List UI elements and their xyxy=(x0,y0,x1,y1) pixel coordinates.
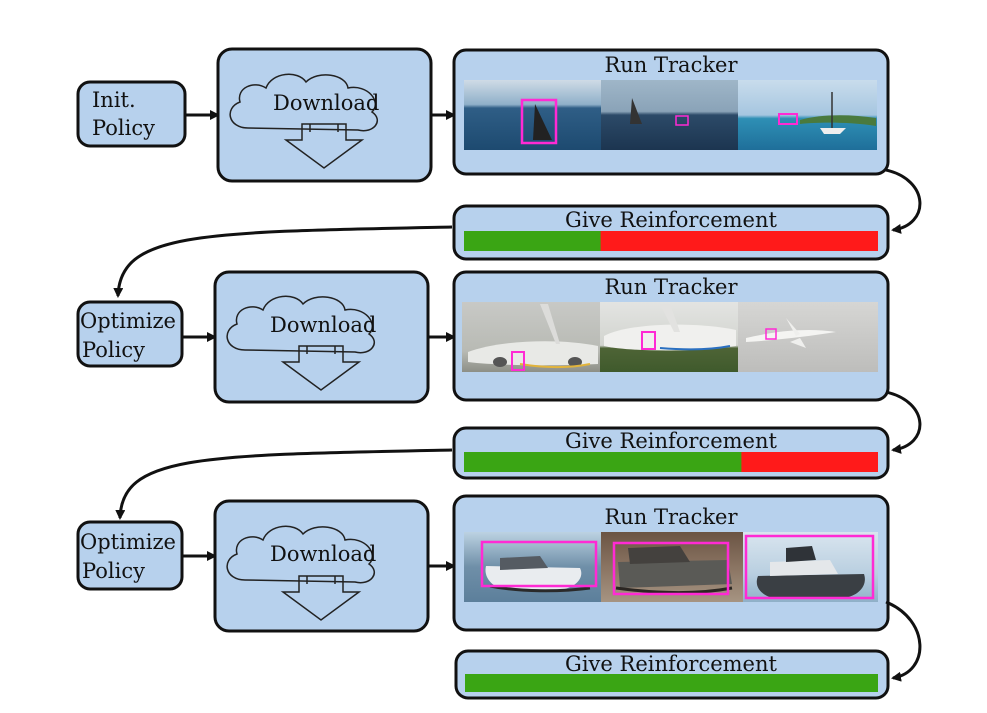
arrow xyxy=(885,390,922,454)
reinforcement-positive-bar xyxy=(464,452,742,472)
tracking-box xyxy=(520,98,558,145)
download-box: Download xyxy=(213,270,430,404)
arrow xyxy=(885,600,922,682)
tracking-box xyxy=(675,115,689,126)
reinforcement-title: Give Reinforcement xyxy=(565,429,777,453)
tracking-box xyxy=(480,540,598,588)
frame-image xyxy=(738,302,878,372)
download-arrow-icon xyxy=(283,123,365,169)
policy-label-line-1: Init. xyxy=(92,88,136,112)
frame-image xyxy=(738,80,877,150)
tracker-title: Run Tracker xyxy=(604,53,738,77)
tracking-box xyxy=(641,331,656,350)
policy-label-line-1: Optimize xyxy=(80,530,176,554)
download-arrow-icon xyxy=(280,345,362,391)
download-label: Download xyxy=(270,313,376,337)
frame-image xyxy=(464,532,601,602)
tracking-box xyxy=(778,113,798,125)
tracking-box xyxy=(744,534,875,600)
optimize-policy-box: Optimize Policy xyxy=(76,520,184,591)
policy-label-line-2: Policy xyxy=(92,116,155,140)
frame-image xyxy=(601,80,738,150)
download-label: Download xyxy=(270,542,376,566)
stage-1: Init. Policy Download Run Tracker xyxy=(76,47,922,298)
cloud-icon xyxy=(229,73,378,132)
tracking-box xyxy=(765,328,777,340)
run-tracker-box: Run Tracker xyxy=(452,48,890,176)
tracker-title: Run Tracker xyxy=(604,275,738,299)
reinforcement-positive-bar xyxy=(465,674,878,692)
frame-image xyxy=(464,80,601,150)
frame-image xyxy=(743,532,878,602)
reinforcement-box: Give Reinforcement xyxy=(452,204,890,261)
reinforcement-title: Give Reinforcement xyxy=(565,208,777,232)
policy-label-line-1: Optimize xyxy=(80,309,176,333)
frame-image xyxy=(600,302,738,372)
download-box: Download xyxy=(216,47,433,183)
download-arrow-icon xyxy=(280,575,362,621)
tracker-title: Run Tracker xyxy=(604,505,738,529)
optimize-policy-box: Optimize Policy xyxy=(76,300,184,368)
stage-3: Optimize Policy Download Run Tracker xyxy=(76,494,922,700)
cloud-icon xyxy=(226,525,375,584)
tracking-box xyxy=(612,541,730,596)
download-label: Download xyxy=(273,91,379,115)
init-policy-box: Init. Policy xyxy=(76,80,187,148)
run-tracker-box: Run Tracker xyxy=(452,270,890,402)
reinforcement-box: Give Reinforcement xyxy=(452,426,890,480)
policy-label-line-2: Policy xyxy=(82,559,145,583)
download-box: Download xyxy=(213,499,430,633)
stage-2: Optimize Policy Download Run Tracker xyxy=(76,270,922,520)
arrow xyxy=(885,168,922,234)
reinforcement-box: Give Reinforcement xyxy=(454,649,890,700)
tracking-box xyxy=(511,351,525,371)
arrow xyxy=(115,448,453,520)
arrow xyxy=(113,225,453,298)
reinforcement-title: Give Reinforcement xyxy=(565,652,777,676)
run-tracker-box: Run Tracker xyxy=(452,494,890,632)
frame-image xyxy=(601,532,743,602)
policy-label-line-2: Policy xyxy=(82,338,145,362)
reinforcement-positive-bar xyxy=(464,231,601,251)
frame-image xyxy=(462,302,600,372)
cloud-icon xyxy=(226,295,375,354)
